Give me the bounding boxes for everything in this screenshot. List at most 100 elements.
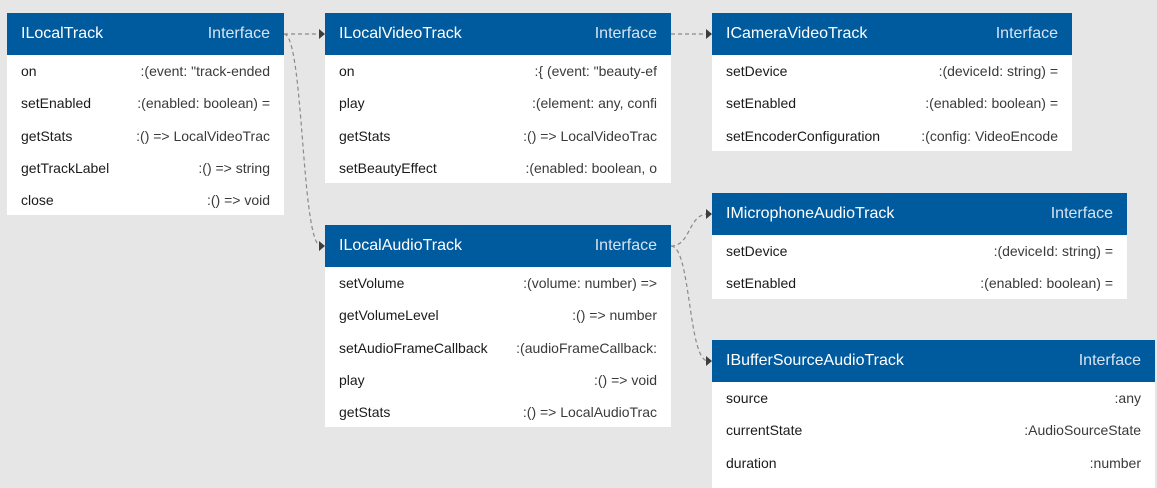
node-kind: Interface <box>594 25 657 42</box>
node-kind: Interface <box>594 237 657 254</box>
node-kind: Interface <box>1078 352 1141 369</box>
node-kind: Interface <box>207 25 270 42</box>
node-header[interactable]: ILocalAudioTrack Interface <box>325 225 671 267</box>
member-name: duration <box>726 454 777 471</box>
member-row[interactable]: getVolumeLevel :() => number <box>325 299 671 331</box>
member-row[interactable]: setEncoderConfiguration :(config: VideoEn… <box>712 120 1072 151</box>
member-row[interactable]: setDevice :(deviceId: string) = <box>712 55 1072 87</box>
member-name: currentState <box>726 422 803 439</box>
node-title: ILocalAudioTrack <box>339 237 463 254</box>
member-type: :() => LocalVideoTrac <box>523 127 657 144</box>
member-type: :(enabled: boolean) = <box>137 95 270 112</box>
member-row[interactable]: setBeautyEffect :(enabled: boolean, o <box>325 152 671 183</box>
member-type: :any <box>1114 390 1141 407</box>
member-row[interactable]: setDevice :(deviceId: string) = <box>712 235 1127 267</box>
member-name: setEnabled <box>726 95 797 112</box>
node-imicrophoneaudiotrack[interactable]: IMicrophoneAudioTrack Interface setDevic… <box>712 193 1127 299</box>
member-name: getStats <box>21 127 73 144</box>
member-name: setEncoderConfiguration <box>726 127 881 144</box>
node-title: IBufferSourceAudioTrack <box>726 352 904 369</box>
member-type: :(enabled: boolean) = <box>925 95 1058 112</box>
member-name: getStats <box>339 404 391 421</box>
node-header[interactable]: ILocalTrack Interface <box>7 13 284 55</box>
node-title: ICameraVideoTrack <box>726 25 868 42</box>
inheritance-edge <box>670 245 709 362</box>
member-name: getVolumeLevel <box>339 307 439 324</box>
member-name: setBeautyEffect <box>339 160 437 177</box>
member-name: setEnabled <box>21 95 92 112</box>
member-name: setAudioFrameCallback <box>339 339 488 356</box>
member-row[interactable]: getStats :() => LocalVideoTrac <box>325 120 671 152</box>
node-header[interactable]: ICameraVideoTrack Interface <box>712 13 1072 55</box>
member-row[interactable]: close :() => void <box>7 184 284 215</box>
node-kind: Interface <box>995 25 1058 42</box>
node-ilocalaudiotrack[interactable]: ILocalAudioTrack Interface setVolume :(vo… <box>325 225 671 427</box>
node-icameravideotrack[interactable]: ICameraVideoTrack Interface setDevice :(d… <box>712 13 1072 151</box>
edge-arrowhead <box>319 29 325 39</box>
node-title: ILocalVideoTrack <box>339 25 462 42</box>
member-row[interactable]: play :() => void <box>325 364 671 396</box>
member-type: :{ (event: "beauty-ef <box>534 63 658 80</box>
member-type: :(audioFrameCallback: <box>516 339 657 356</box>
member-name: close <box>21 192 54 209</box>
member-row[interactable]: on :{ (event: "beauty-ef <box>325 55 671 87</box>
member-row[interactable]: getStats :() => LocalAudioTrac <box>325 396 671 427</box>
node-title: IMicrophoneAudioTrack <box>726 205 895 222</box>
member-type: :AudioSourceState <box>1024 422 1141 439</box>
member-name: getTrackLabel <box>21 160 110 177</box>
edge-arrowhead <box>706 29 712 39</box>
member-row[interactable]: getStats :() => LocalVideoTrac <box>7 120 284 152</box>
member-type: :() => LocalVideoTrac <box>136 127 270 144</box>
member-name: on <box>21 63 37 80</box>
member-type: :() => void <box>206 192 270 209</box>
member-row[interactable]: setEnabled :(enabled: boolean) = <box>712 87 1072 119</box>
member-type: :number <box>1089 454 1141 471</box>
inheritance-edge <box>283 33 322 247</box>
member-row[interactable]: currentState :AudioSourceState <box>712 414 1155 446</box>
node-title: ILocalTrack <box>21 25 104 42</box>
node-ilocaltrack[interactable]: ILocalTrack Interface on :(event: "track-… <box>7 13 284 215</box>
edge-arrowhead <box>706 356 712 366</box>
member-type: :(element: any, confi <box>531 95 657 112</box>
inheritance-edge <box>670 213 709 247</box>
member-name: getStats <box>339 127 391 144</box>
member-name: play <box>339 372 365 389</box>
member-row[interactable]: setEnabled :(enabled: boolean) = <box>7 87 284 119</box>
member-type: :(enabled: boolean) = <box>980 275 1113 292</box>
member-type: :(event: "track-ended <box>140 63 270 80</box>
member-type: :(deviceId: string) = <box>993 243 1113 260</box>
member-name: setDevice <box>726 243 788 260</box>
member-row[interactable]: duration :number <box>712 447 1155 479</box>
edge-arrowhead <box>319 241 325 251</box>
member-row[interactable]: source :any <box>712 382 1155 414</box>
edge-arrowhead <box>706 209 712 219</box>
node-kind: Interface <box>1050 205 1113 222</box>
member-type: :(enabled: boolean, o <box>525 160 657 177</box>
member-type: :(config: VideoEncode <box>921 127 1058 144</box>
member-name: setDevice <box>726 63 788 80</box>
node-ilocalvideotrack[interactable]: ILocalVideoTrack Interface on :{ (event: … <box>325 13 671 183</box>
node-header[interactable]: ILocalVideoTrack Interface <box>325 13 671 55</box>
node-ibuffersourceaudiotrack[interactable]: IBufferSourceAudioTrack Interface source… <box>712 340 1155 488</box>
member-name: source <box>726 390 769 407</box>
member-type: :() => number <box>572 307 657 324</box>
member-name: setVolume <box>339 275 405 292</box>
member-row[interactable]: play :(element: any, confi <box>325 87 671 119</box>
node-header[interactable]: IBufferSourceAudioTrack Interface <box>712 340 1155 382</box>
member-type: :() => void <box>593 372 657 389</box>
member-row[interactable]: getTrackLabel :() => string <box>7 152 284 184</box>
member-name: on <box>339 63 355 80</box>
member-name: setEnabled <box>726 275 797 292</box>
member-row[interactable]: on :(event: "track-ended <box>7 55 284 87</box>
member-name: play <box>339 95 365 112</box>
member-row[interactable]: setAudioFrameCallback :(audioFrameCallbac… <box>325 332 671 364</box>
member-row[interactable]: setEnabled :(enabled: boolean) = <box>712 267 1127 299</box>
member-type: :() => LocalAudioTrac <box>522 404 657 421</box>
member-type: :(volume: number) => <box>523 275 657 292</box>
member-type: :(deviceId: string) = <box>938 63 1058 80</box>
node-header[interactable]: IMicrophoneAudioTrack Interface <box>712 193 1127 235</box>
member-row[interactable]: setVolume :(volume: number) => <box>325 267 671 299</box>
member-type: :() => string <box>198 160 270 177</box>
